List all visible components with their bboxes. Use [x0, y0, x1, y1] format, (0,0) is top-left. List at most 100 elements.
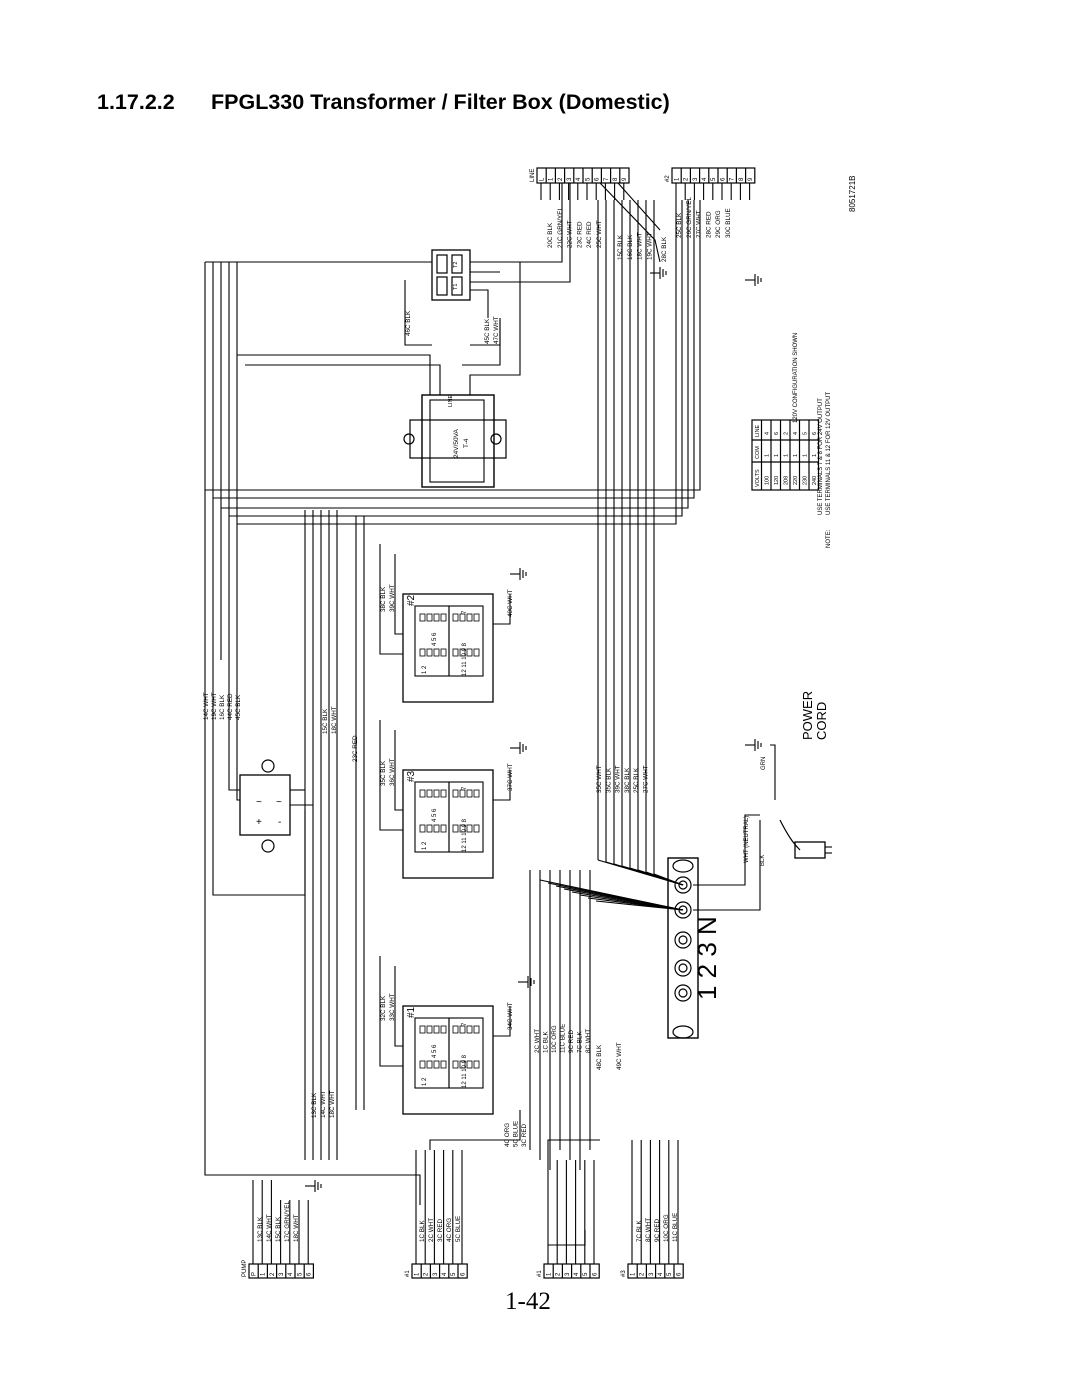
computer-3-pin	[419, 789, 426, 798]
computer-1	[402, 1005, 494, 1115]
pump-relay-symbol: -	[278, 817, 281, 828]
transformer-line: LINE	[448, 394, 454, 407]
computer-2-id: #2	[406, 594, 417, 606]
wire	[469, 262, 521, 395]
computer-3-pin	[466, 789, 473, 798]
computer-3-pin	[473, 789, 480, 798]
wire-label: 33C WHT	[389, 993, 396, 1021]
line-connector-digit: 1	[549, 177, 555, 181]
terminal-screw	[674, 959, 692, 977]
pump-connector-digit: 3	[279, 1272, 285, 1276]
line-connector-digit: 2	[558, 177, 564, 181]
terminal-screw	[674, 901, 692, 919]
drawing-number: 8051721B	[848, 176, 857, 212]
wire-label: 2C WHT	[428, 1218, 435, 1242]
power-cord-label: CORD	[814, 702, 829, 740]
wire-label: 16C BLK	[627, 234, 634, 260]
wire-label: 1C BLK	[419, 1219, 426, 1242]
voltage-table-cell: 220	[793, 476, 799, 485]
line-connector-digit: 3	[567, 177, 573, 181]
j1b-connector-digit: 2	[556, 1272, 562, 1276]
j3-connector-digit: 5	[667, 1272, 673, 1276]
wire-label: 19C WHT	[646, 232, 653, 260]
wire-label: 23C RED	[352, 735, 359, 762]
line-connector-digit: 5	[585, 177, 591, 181]
wire	[493, 770, 511, 801]
terminal-screw-center	[678, 880, 688, 890]
wire	[394, 730, 403, 811]
computer-1-pin	[433, 1025, 440, 1034]
transformer-rating: 24V/50VA	[453, 429, 460, 458]
computer-1-pin	[459, 1060, 466, 1069]
computer-1-pin	[459, 1025, 466, 1034]
terminal-screw-center	[678, 963, 688, 973]
wire-label: 9C RED	[568, 1029, 575, 1053]
wire-label: 40C WHT	[507, 589, 514, 617]
relay-coil	[436, 254, 448, 274]
wire-label: 18C WHT	[293, 1214, 300, 1242]
voltage-table-cell: 1	[793, 454, 799, 457]
computer-1-pin	[452, 1025, 459, 1034]
j2-connector-digit: 7	[730, 177, 736, 181]
j2-connector-digit: 6	[720, 177, 726, 181]
wire-label: 8C WHT	[585, 1029, 592, 1053]
wire	[245, 364, 441, 395]
wire-label: 26C GRN/YEL	[686, 197, 693, 238]
voltage-table-cell: 1	[784, 454, 790, 457]
j1b-connector-digit: 4	[574, 1272, 580, 1276]
computer-3-pin	[433, 824, 440, 833]
wire-label: 14C WHT	[203, 692, 210, 720]
computer-3-pin	[426, 789, 433, 798]
computer-3-pin	[452, 824, 459, 833]
wire-label: 9C RED	[654, 1218, 661, 1242]
voltage-table-cell: 240	[812, 476, 818, 485]
wire-label: BLK	[760, 855, 766, 866]
j3-connector-digit: 1	[630, 1272, 636, 1276]
wire-label: 17C GRN/YEL	[284, 1201, 291, 1242]
wire-label: 13C BLK	[311, 1092, 318, 1118]
computer-1-pin	[419, 1060, 426, 1069]
relay-contact	[451, 254, 463, 274]
wire-label: 20C BLK	[547, 222, 554, 248]
pump-connector-digit: 2	[270, 1272, 276, 1276]
section-number: 1.17.2.2	[97, 90, 175, 114]
computer-2-pin	[440, 613, 447, 622]
wire-label: 2C WHT	[534, 1029, 541, 1053]
voltage-table-cell: 1	[812, 454, 818, 457]
line-connector-digit: 4	[576, 177, 582, 181]
computer-2-pin	[419, 648, 426, 657]
wire	[204, 660, 421, 1205]
wire-label: 10C ORG	[663, 1214, 670, 1242]
computer-1-pin	[473, 1060, 480, 1069]
j2-connector-digit: 9	[748, 177, 754, 181]
wire-label: GRN	[761, 757, 767, 770]
j1a-connector-digit: 1	[414, 1272, 420, 1276]
computer-2-pin	[473, 648, 480, 657]
mount-hole	[490, 433, 502, 445]
wire	[379, 544, 403, 655]
j2-connector	[671, 167, 756, 184]
wire-label: 11C BLUE	[560, 1024, 567, 1053]
wire-label: 29C ORG	[715, 210, 722, 238]
j1a-connector-digit: 2	[424, 1272, 430, 1276]
wire-label: 16C BLK	[219, 694, 226, 720]
terminal-strip-numbers: 1 2 3 N	[692, 916, 722, 1000]
computer-2	[402, 593, 494, 703]
wire-label: 37C WHT	[507, 763, 514, 791]
j1b-connector-digit: 1	[546, 1272, 552, 1276]
voltage-table-cell: 2	[784, 432, 790, 435]
transformer-id: T-4	[463, 438, 470, 448]
j3-connector-label: #3	[621, 1270, 627, 1277]
pump-relay-symbol: ~	[256, 797, 262, 808]
wire-label: 18C WHT	[331, 706, 338, 734]
pump-relay-mount	[261, 839, 275, 853]
relay-label-t1: T1	[453, 284, 459, 290]
relay	[431, 249, 471, 301]
j1b-connector-label: #1	[537, 1270, 543, 1277]
wire	[470, 183, 571, 283]
terminal-screw-center	[678, 905, 688, 915]
computer-2-pinlabel: 1 2	[422, 665, 428, 674]
strip-end	[672, 1025, 694, 1039]
voltage-table-cell: 230	[803, 476, 809, 485]
j1a-connector-digit: 5	[451, 1272, 457, 1276]
